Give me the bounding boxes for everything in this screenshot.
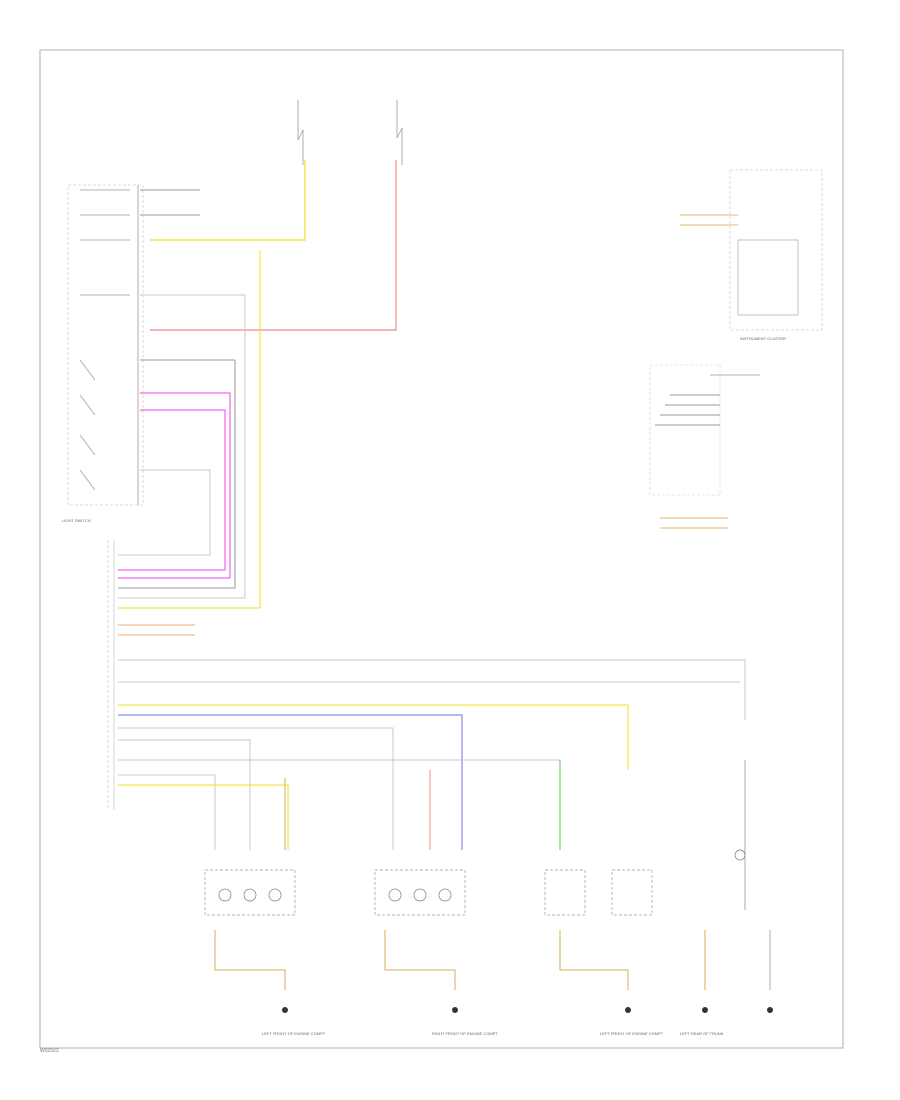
ground-turn-label: LEFT FRONT OF ENGINE COMPT — [600, 1031, 664, 1036]
can-bus-wires — [118, 624, 195, 636]
fuse-feed-right — [396, 100, 403, 165]
wire-red-fuse — [150, 160, 397, 331]
wire-yellow-fuse — [150, 160, 306, 241]
ground-right-headlamp-label: RIGHT FRONT OF ENGINE COMPT — [432, 1031, 498, 1036]
control-module — [107, 540, 115, 810]
diagram-frame — [39, 49, 844, 1049]
sheet-id: W02503 — [40, 1048, 59, 1054]
light-switch-label: LIGHT SWITCH — [62, 518, 91, 523]
ground-left-headlamp-label: LEFT FRONT OF ENGINE COMPT — [262, 1031, 326, 1036]
right-headlamp: RIGHT FRONT OF ENGINE COMPT — [374, 869, 498, 1036]
switch-wires — [118, 189, 261, 609]
instrument-cluster-label: INSTRUMENT CLUSTER — [740, 336, 786, 341]
fuse-feed-left — [297, 100, 304, 165]
turn-signal-lamps: LEFT FRONT OF ENGINE COMPT — [544, 869, 664, 1036]
fog-lamp: LEFT REAR OF TRUNK — [680, 760, 773, 1036]
instrument-cluster: INSTRUMENT CLUSTER — [680, 169, 823, 341]
combination-switch — [649, 364, 760, 529]
left-headlamp: LEFT FRONT OF ENGINE COMPT — [204, 869, 326, 1036]
light-switch: LIGHT SWITCH — [62, 184, 144, 523]
lamp-bus-wires — [118, 659, 746, 850]
ground-fog-label: LEFT REAR OF TRUNK — [680, 1031, 724, 1036]
